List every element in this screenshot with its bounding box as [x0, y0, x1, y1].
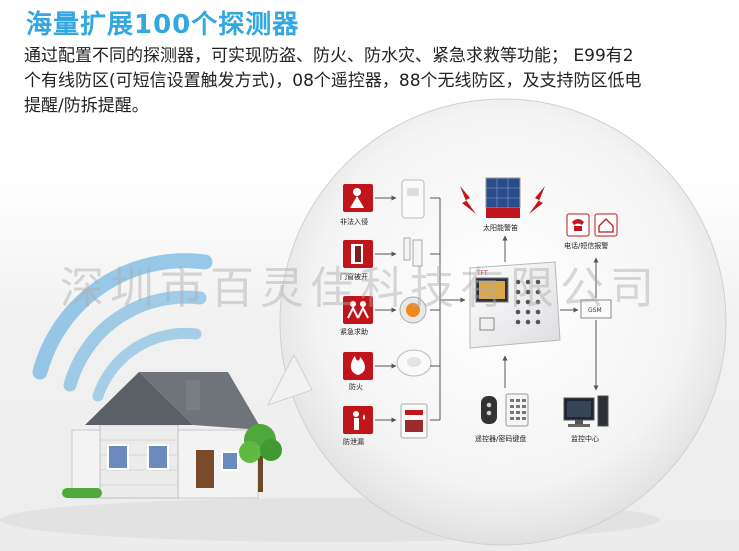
intruder-icon — [343, 184, 373, 212]
sensor-list: 非法入侵 门窗被开 紧急求助 防火 防泄漏 — [340, 179, 432, 446]
page-title: 海量扩展100个探测器 — [26, 10, 300, 40]
gsm-label: GSM — [588, 307, 602, 314]
house-icon — [71, 372, 262, 499]
door-sensor-icon — [403, 237, 423, 267]
remote-keypad-label: 遥控器/密码键盘 — [475, 434, 526, 443]
gas-detector-icon — [400, 403, 428, 439]
shrub-icon — [62, 488, 102, 498]
alarm-bolt-icon — [460, 186, 545, 214]
alarm-panel-icon: TFT — [469, 261, 561, 349]
remote-control-icon — [481, 396, 497, 424]
sms-icon — [594, 213, 618, 237]
intro-line-1: 通过配置不同的探测器，可实现防盗、防火、防水灾、紧急求救等功能； E99有2 — [24, 46, 634, 66]
monitor-center-icon — [563, 395, 609, 427]
solar-siren-icon — [485, 177, 521, 218]
solar-siren-label: 太阳能警笛 — [483, 223, 518, 232]
emergency-icon — [343, 296, 373, 324]
intro-line-2: 个有线防区(可短信设置触发方式)，08个遥控器，88个无线防区，及支持防区低电 — [24, 71, 642, 91]
phone-icon — [566, 213, 590, 237]
fire-icon — [343, 352, 373, 380]
tree-icon — [62, 424, 282, 498]
keypad-icon — [505, 393, 529, 427]
company-watermark: 深圳市百灵佳科技有限公司 — [60, 263, 660, 314]
pir-detector-icon — [401, 179, 425, 219]
door-open-icon — [343, 240, 373, 268]
intro-line-3: 提醒/防拆提醒。 — [24, 96, 149, 116]
panic-button-icon — [399, 296, 427, 324]
sensor-label: 门窗被开 — [340, 272, 368, 281]
sensor-label: 非法入侵 — [340, 217, 368, 226]
intro-text: 通过配置不同的探测器，可实现防盗、防火、防水灾、紧急求救等功能； E99有2 个… — [24, 44, 724, 119]
sensor-label: 防火 — [349, 382, 363, 391]
gsm-module: GSM — [580, 299, 612, 319]
sensor-label: 防泄漏 — [343, 437, 364, 446]
phone-sms-label: 电话/短信报警 — [564, 241, 608, 250]
smoke-detector-icon — [396, 349, 432, 377]
panel-brand: TFT — [476, 270, 488, 277]
leak-icon — [343, 406, 373, 434]
monitor-center-label: 监控中心 — [571, 434, 599, 443]
sensor-label: 紧急求助 — [340, 327, 368, 336]
wireless-signal-icon — [32, 253, 213, 402]
